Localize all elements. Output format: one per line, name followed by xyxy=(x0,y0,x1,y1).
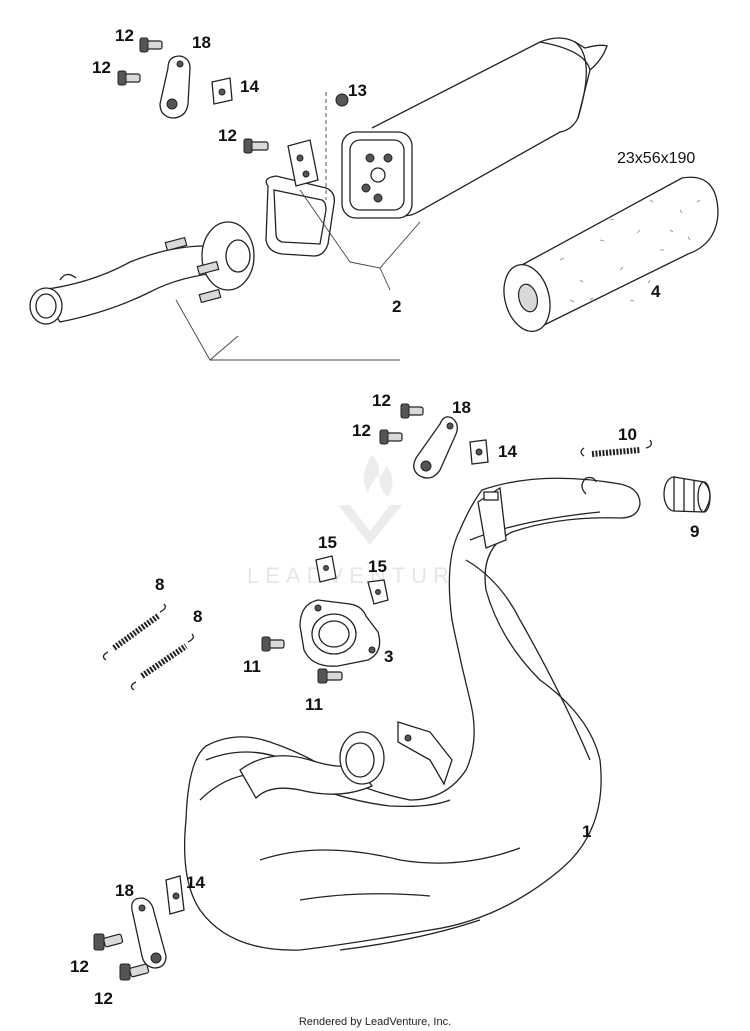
callout-13: 13 xyxy=(348,81,367,100)
callout-1: 1 xyxy=(582,822,591,841)
bolt-upper-2 xyxy=(117,70,141,86)
clip-nut-lower xyxy=(165,875,185,915)
bolt-upper-3 xyxy=(243,138,269,154)
callout-8-b: 8 xyxy=(193,607,202,626)
watermark-text: LEADVENTURE xyxy=(247,563,476,588)
gasket-1 xyxy=(315,555,337,583)
callout-14-a: 14 xyxy=(240,77,259,96)
mount-bracket-mid xyxy=(413,416,458,479)
callout-10: 10 xyxy=(618,425,637,444)
spring-1 xyxy=(102,603,166,661)
sound-insert xyxy=(503,176,719,332)
callout-18-c: 18 xyxy=(115,881,134,900)
mount-bracket-upper xyxy=(159,55,191,119)
callout-15-b: 15 xyxy=(368,557,387,576)
clip-nut-mid xyxy=(469,439,489,465)
callout-14-c: 14 xyxy=(186,873,205,892)
silencer xyxy=(341,37,608,219)
callout-12-d: 12 xyxy=(372,391,391,410)
link-pipe xyxy=(29,221,255,325)
callout-12-e: 12 xyxy=(352,421,371,440)
callout-11-a: 11 xyxy=(243,657,261,676)
nut-upper xyxy=(335,93,349,107)
callout-18-b: 18 xyxy=(452,398,471,417)
callout-3: 3 xyxy=(384,647,393,666)
callout-11-b: 11 xyxy=(305,695,323,714)
silencer-clamp xyxy=(265,139,335,257)
callout-12-a: 12 xyxy=(115,26,134,45)
callout-4: 4 xyxy=(651,282,661,301)
insert-dimension-label: 23x56x190 xyxy=(617,150,695,167)
footer-credit: Rendered by LeadVenture, Inc. xyxy=(299,1016,451,1028)
exhaust-flange xyxy=(299,599,381,667)
callout-9: 9 xyxy=(690,522,699,541)
mount-bracket-lower xyxy=(131,897,167,969)
bolt-flange-1 xyxy=(261,636,285,652)
callout-14-b: 14 xyxy=(498,442,517,461)
spring-2 xyxy=(130,633,194,691)
callout-8-a: 8 xyxy=(155,575,164,594)
bolt-upper-1 xyxy=(139,37,163,53)
bolt-lower-2 xyxy=(119,963,150,981)
callout-12-b: 12 xyxy=(92,58,111,77)
expansion-chamber xyxy=(183,476,641,951)
bolt-lower-1 xyxy=(93,933,124,951)
leadventure-watermark: LEADVENTURE xyxy=(247,455,476,588)
spring-3 xyxy=(580,439,652,457)
gasket-2 xyxy=(367,579,389,605)
rubber-sleeve xyxy=(663,476,711,513)
callout-12-c: 12 xyxy=(218,126,237,145)
bolt-mid-2 xyxy=(379,429,403,445)
clip-nut-upper xyxy=(211,77,233,105)
callout-12-f: 12 xyxy=(70,957,89,976)
callout-2: 2 xyxy=(392,297,401,316)
callout-15-a: 15 xyxy=(318,533,337,552)
bolt-flange-2 xyxy=(317,668,343,684)
callout-18-a: 18 xyxy=(192,33,211,52)
bolt-mid-1 xyxy=(400,403,424,419)
callout-12-g: 12 xyxy=(94,989,113,1008)
